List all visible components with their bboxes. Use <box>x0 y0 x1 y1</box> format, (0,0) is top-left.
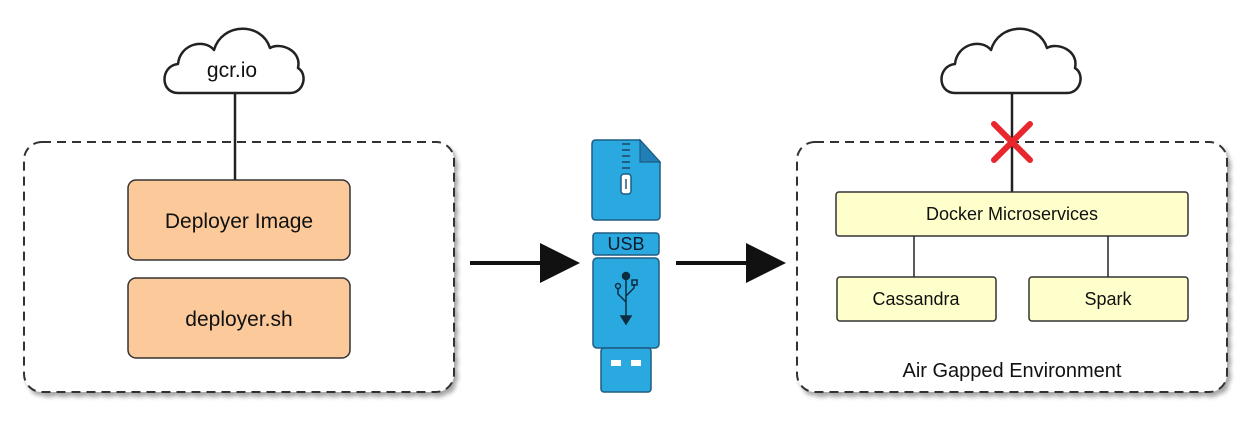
usb-label: USB <box>607 234 644 254</box>
usb-drive-icon: USB <box>592 232 660 393</box>
spark-box: Spark <box>1028 276 1189 322</box>
docker-microservices-label: Docker Microservices <box>926 204 1098 224</box>
cloud-icon: gcr.io <box>163 27 305 95</box>
deployer-image-box: Deployer Image <box>127 179 351 261</box>
docker-microservices-box: Docker Microservices <box>835 191 1189 237</box>
cloud-icon <box>940 27 1082 95</box>
zip-file-icon <box>591 138 662 221</box>
deployer-script-box: deployer.sh <box>127 277 351 359</box>
blocked-x-icon <box>991 121 1033 163</box>
arrow-icon <box>470 243 580 283</box>
spark-label: Spark <box>1084 289 1132 309</box>
usb-symbol-icon <box>614 271 638 326</box>
deployer-script-label: deployer.sh <box>185 308 292 331</box>
environment-label: Air Gapped Environment <box>902 360 1121 382</box>
arrow-icon <box>676 243 786 283</box>
registry-label: gcr.io <box>207 59 257 82</box>
cassandra-label: Cassandra <box>872 289 960 309</box>
deployer-image-label: Deployer Image <box>165 210 313 233</box>
cassandra-box: Cassandra <box>836 276 997 322</box>
